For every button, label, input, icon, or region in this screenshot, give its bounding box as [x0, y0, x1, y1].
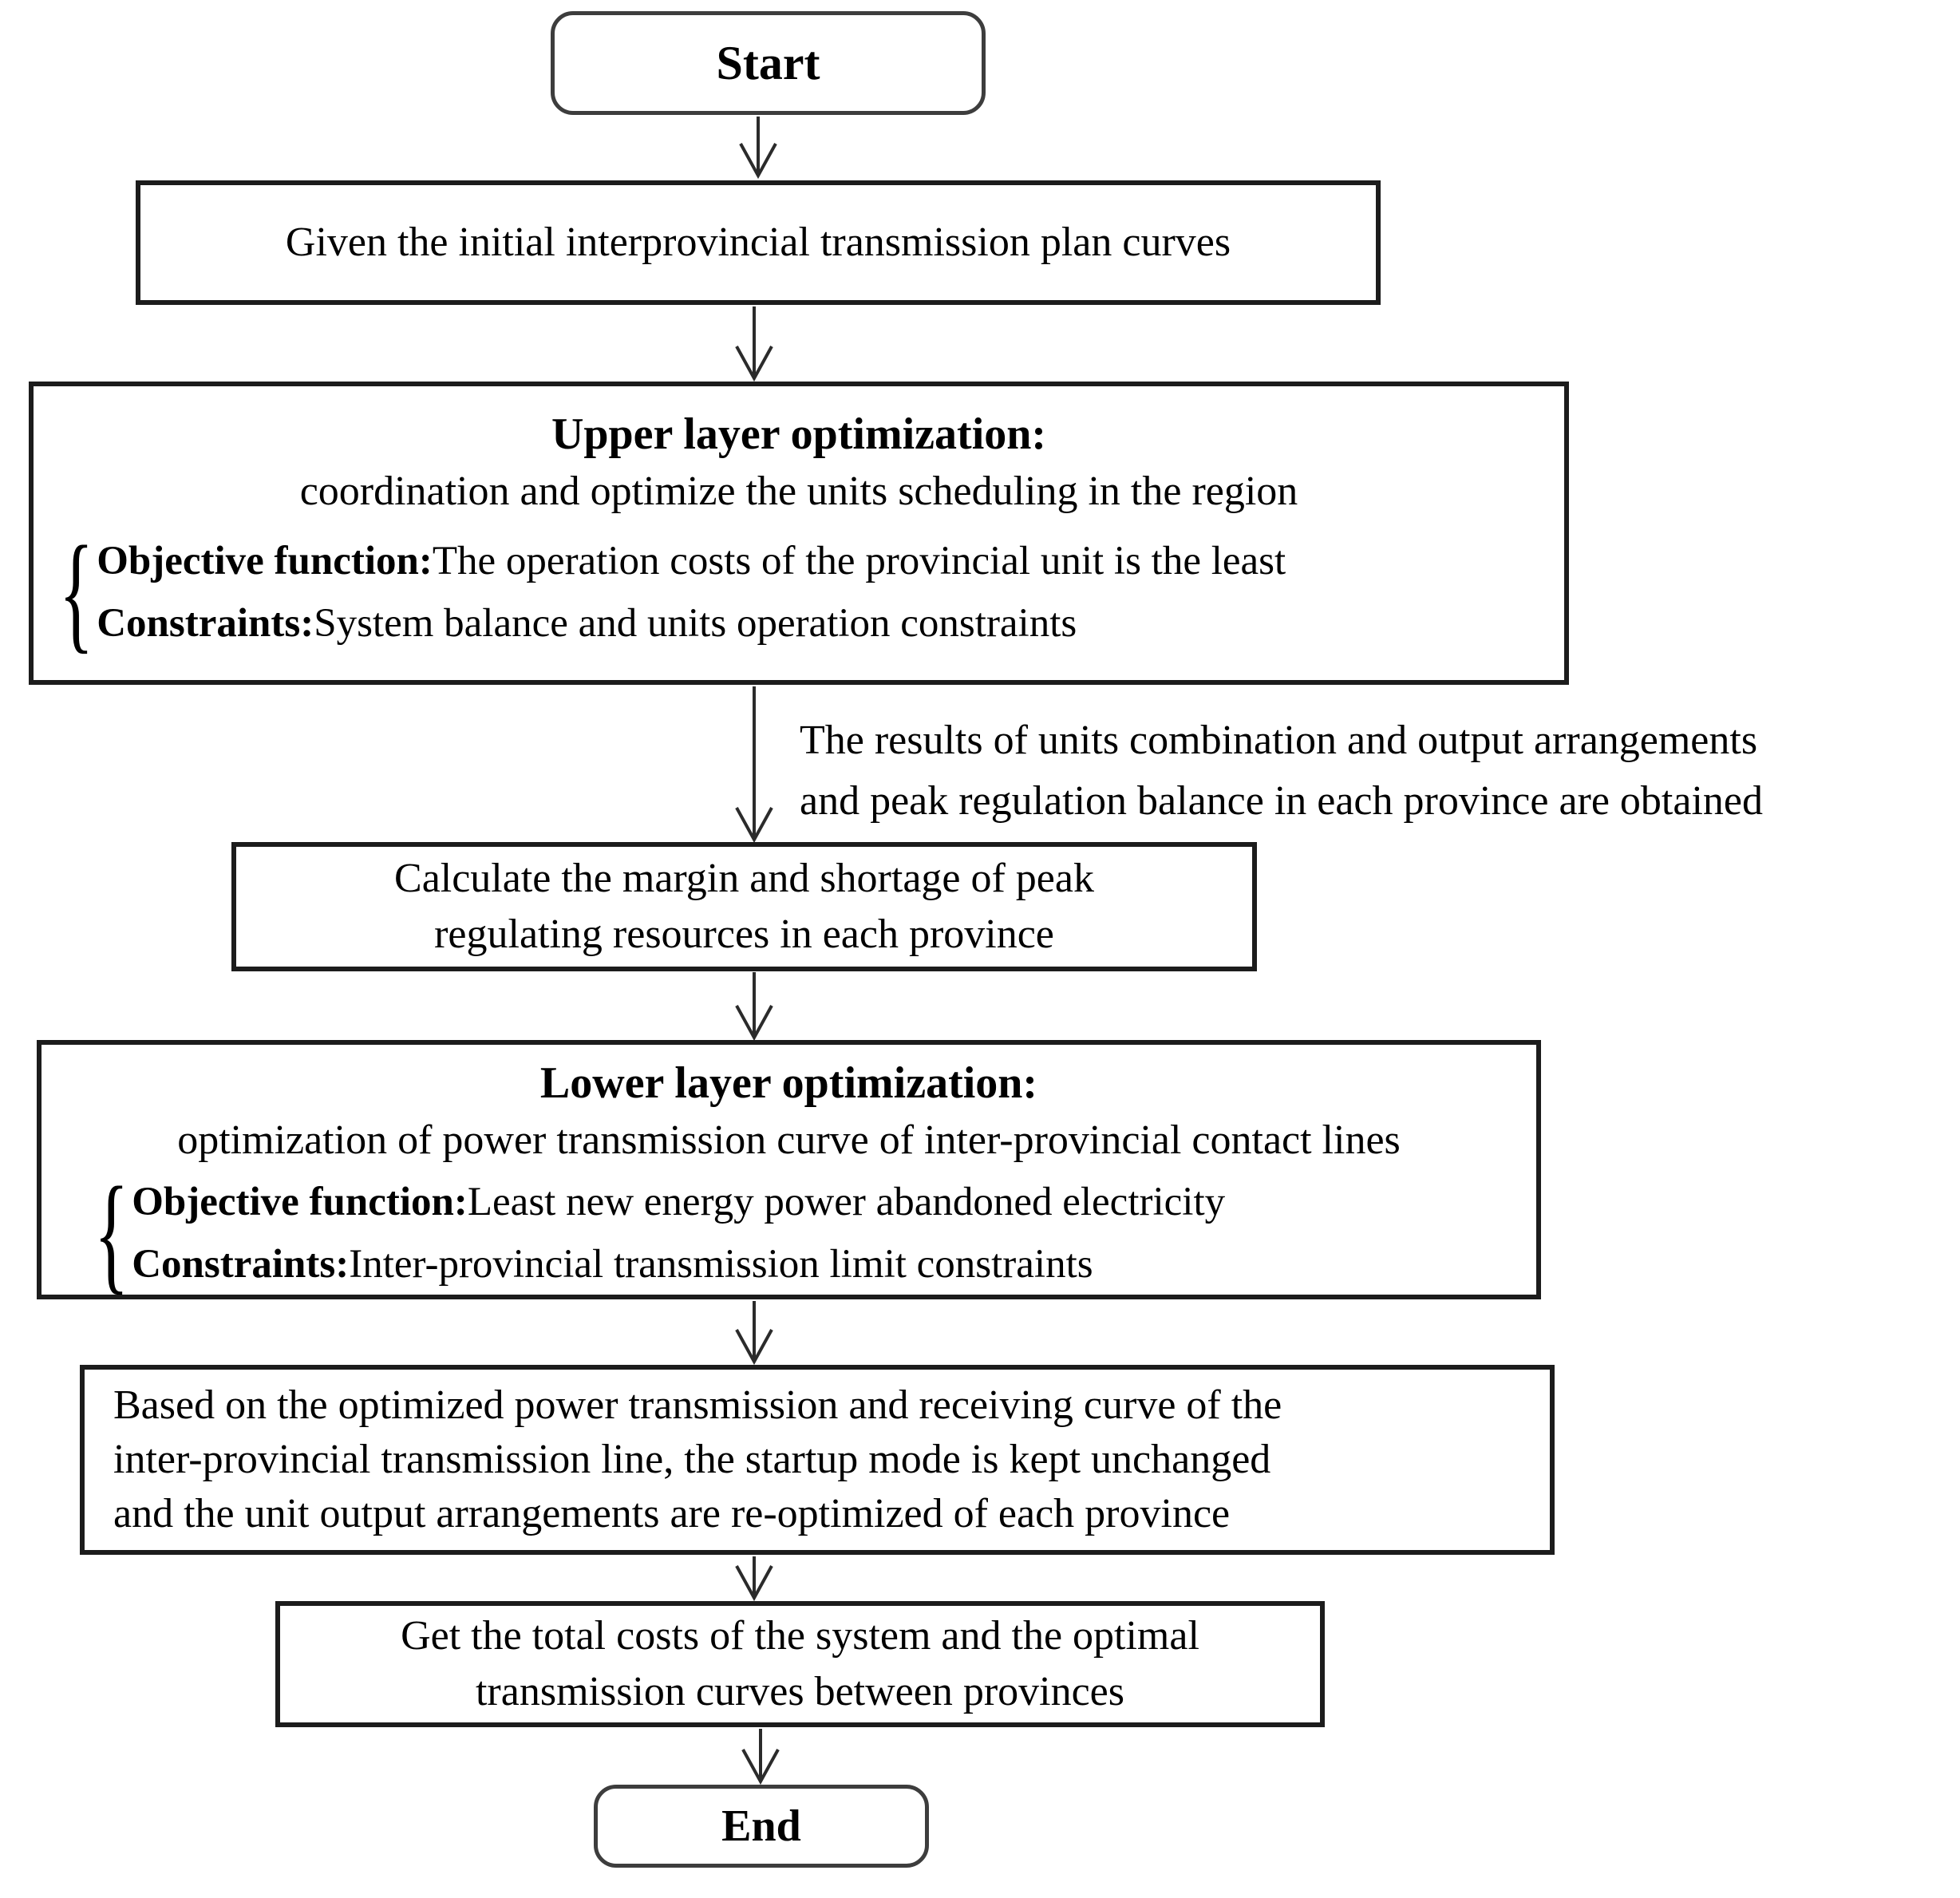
calculate-line-2: regulating resources in each province [434, 911, 1054, 957]
annotation-line-1: The results of units combination and out… [800, 718, 1758, 763]
upper-subtitle: coordination and optimize the units sche… [299, 469, 1298, 514]
arrow-head-icon [739, 143, 777, 180]
arrow-head-icon [735, 807, 773, 844]
reoptimize-line-2: inter-provincial transmission line, the … [113, 1437, 1271, 1482]
upper-title: Upper layer optimization: [551, 409, 1047, 459]
node-upper-layer: Upper layer optimization: coordination a… [29, 382, 1569, 685]
given-text: Given the initial interprovincial transm… [285, 219, 1231, 265]
curly-brace-icon: { [58, 519, 94, 666]
node-total-costs: Get the total costs of the system and th… [275, 1601, 1325, 1727]
lower-objective-line: Objective function:Least new energy powe… [132, 1171, 1225, 1233]
node-reoptimize: Based on the optimized power transmissio… [80, 1365, 1555, 1555]
lower-objective-text: Least new energy power abandoned electri… [467, 1180, 1226, 1224]
arrow-head-icon [741, 1749, 780, 1785]
reoptimize-line-1: Based on the optimized power transmissio… [113, 1382, 1282, 1428]
upper-objective-text: The operation costs of the provincial un… [432, 539, 1286, 583]
lower-brace-lines: Objective function:Least new energy powe… [132, 1171, 1225, 1295]
annotation-line-2: and peak regulation balance in each prov… [800, 778, 1763, 824]
arrow-given-to-upper [735, 306, 773, 382]
calculate-line-1: Calculate the margin and shortage of pea… [394, 856, 1094, 901]
upper-constraints-text: System balance and units operation const… [314, 601, 1077, 646]
lower-subtitle: optimization of power transmission curve… [177, 1117, 1401, 1163]
arrow-head-icon [735, 1565, 773, 1602]
arrow-head-icon [735, 346, 773, 382]
annotation-results: The results of units combination and out… [800, 710, 1763, 832]
arrow-calculate-to-lower [735, 972, 773, 1042]
node-end: End [594, 1785, 929, 1868]
upper-brace-row: { Objective function:The operation costs… [45, 519, 1286, 666]
lower-constraints-label: Constraints: [132, 1242, 350, 1287]
node-given: Given the initial interprovincial transm… [136, 180, 1381, 305]
arrow-total-to-end [741, 1729, 780, 1785]
upper-brace-lines: Objective function:The operation costs o… [97, 530, 1286, 654]
reoptimize-line-3: and the unit output arrangements are re-… [113, 1491, 1231, 1536]
lower-objective-label: Objective function: [132, 1180, 468, 1224]
lower-constraints-line: Constraints:Inter-provincial transmissio… [132, 1233, 1225, 1295]
total-line-1: Get the total costs of the system and th… [401, 1613, 1199, 1659]
arrow-start-to-given [739, 117, 777, 180]
arrow-upper-to-calculate [735, 686, 773, 844]
arrow-head-icon [735, 1005, 773, 1042]
node-calculate: Calculate the margin and shortage of pea… [231, 842, 1257, 971]
node-start: Start [551, 11, 986, 115]
lower-title: Lower layer optimization: [539, 1058, 1038, 1108]
arrow-head-icon [735, 1329, 773, 1366]
upper-constraints-label: Constraints: [97, 601, 314, 646]
curly-brace-icon: { [93, 1160, 129, 1307]
arrow-reoptimize-to-total [735, 1556, 773, 1602]
end-label: End [721, 1801, 801, 1851]
start-label: Start [716, 36, 820, 89]
lower-constraints-text: Inter-provincial transmission limit cons… [349, 1242, 1093, 1287]
lower-brace-row: { Objective function:Least new energy po… [80, 1160, 1225, 1307]
upper-constraints-line: Constraints:System balance and units ope… [97, 592, 1286, 654]
upper-objective-line: Objective function:The operation costs o… [97, 530, 1286, 592]
upper-objective-label: Objective function: [97, 539, 433, 583]
node-lower-layer: Lower layer optimization: optimization o… [37, 1040, 1541, 1299]
arrow-lower-to-reoptimize [735, 1301, 773, 1366]
total-line-2: transmission curves between provinces [475, 1669, 1124, 1714]
